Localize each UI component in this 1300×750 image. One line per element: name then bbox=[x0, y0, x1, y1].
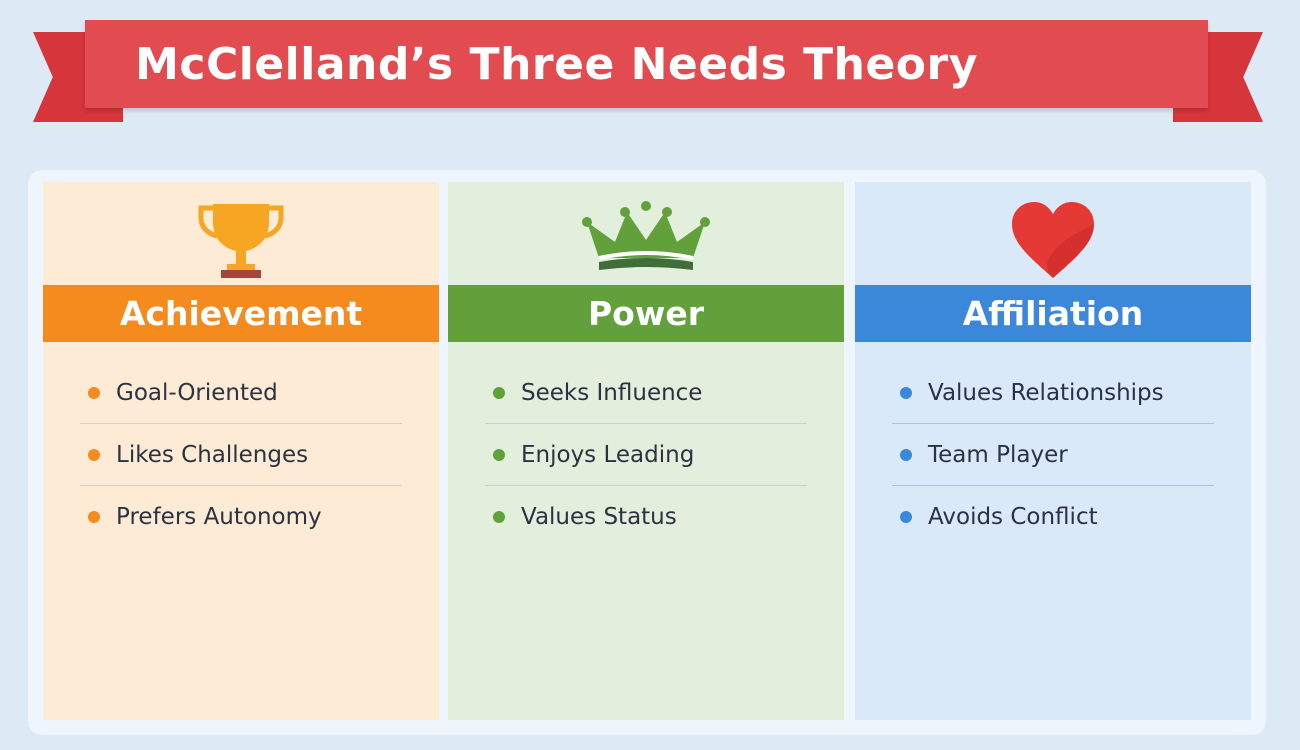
bullet-icon bbox=[900, 448, 912, 461]
bullet-icon bbox=[493, 511, 505, 523]
list-item: Enjoys Leading bbox=[485, 424, 807, 486]
list-item: Values Status bbox=[485, 486, 807, 548]
bullet-icon bbox=[88, 386, 100, 399]
column-affiliation: Affiliation Values Relationships Team Pl… bbox=[855, 182, 1251, 720]
list-item: Team Player bbox=[892, 424, 1214, 486]
bullet-icon bbox=[493, 386, 505, 399]
item-label: Likes Challenges bbox=[116, 441, 309, 468]
bullet-icon bbox=[88, 448, 100, 461]
item-label: Seeks Influence bbox=[521, 379, 703, 406]
header-achievement: Achievement bbox=[43, 285, 439, 342]
list-item: Goal-Oriented bbox=[80, 362, 402, 424]
bullet-icon bbox=[88, 511, 100, 523]
column-power: Power Seeks Influence Enjoys Leading Val… bbox=[448, 182, 844, 720]
bullet-icon bbox=[900, 386, 912, 399]
list-item: Prefers Autonomy bbox=[80, 486, 402, 548]
crown-icon bbox=[448, 200, 844, 280]
title-banner: McClelland’s Three Needs Theory bbox=[85, 20, 1208, 108]
page-title: McClelland’s Three Needs Theory bbox=[135, 38, 978, 90]
bullet-icon bbox=[900, 511, 912, 523]
item-label: Goal-Oriented bbox=[116, 379, 278, 406]
item-label: Values Relationships bbox=[928, 379, 1164, 406]
item-label: Team Player bbox=[928, 441, 1068, 468]
heart-icon bbox=[855, 200, 1251, 280]
header-power: Power bbox=[448, 285, 844, 342]
list-item: Avoids Conflict bbox=[892, 486, 1214, 548]
item-label: Prefers Autonomy bbox=[116, 504, 322, 530]
list-item: Seeks Influence bbox=[485, 362, 807, 424]
bullet-icon bbox=[493, 448, 505, 461]
item-label: Values Status bbox=[521, 504, 677, 530]
column-achievement: Achievement Goal-Oriented Likes Challeng… bbox=[43, 182, 439, 720]
header-affiliation: Affiliation bbox=[855, 285, 1251, 342]
list-item: Values Relationships bbox=[892, 362, 1214, 424]
item-label: Enjoys Leading bbox=[521, 441, 695, 468]
item-label: Avoids Conflict bbox=[928, 504, 1098, 530]
list-item: Likes Challenges bbox=[80, 424, 402, 486]
trophy-icon bbox=[43, 200, 439, 280]
